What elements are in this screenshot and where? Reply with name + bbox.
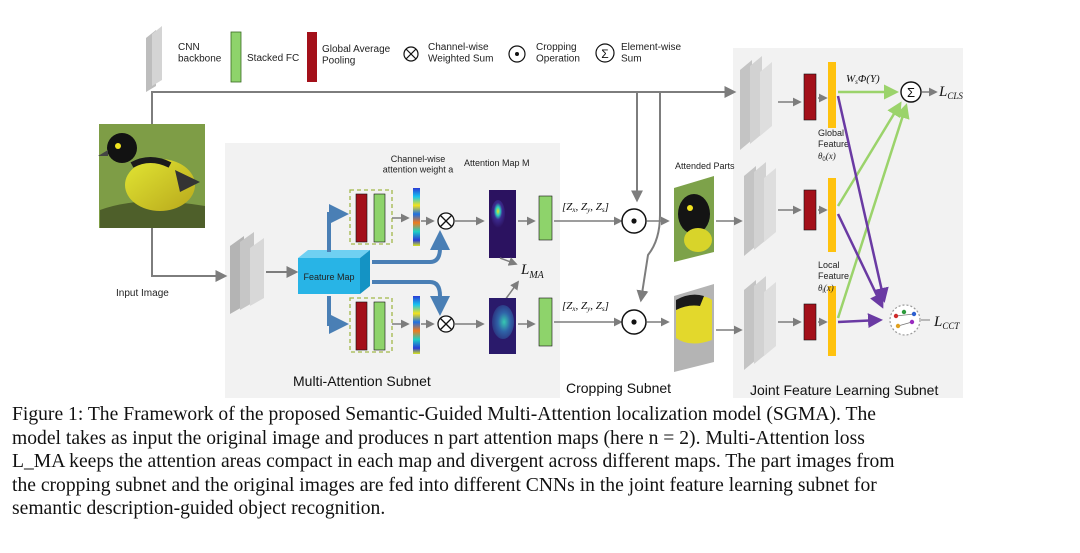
- gap-bottom: [355, 301, 368, 351]
- attention-weight-bar-top: [413, 188, 420, 246]
- gap-top: [355, 193, 368, 243]
- joint-feature-subnet-label: Joint Feature Learning Subnet: [750, 382, 938, 398]
- crop-op-bottom-icon: [621, 309, 647, 335]
- legend-weighted-sum-icon: [403, 46, 419, 62]
- legend-cropping-icon: [508, 45, 526, 63]
- weighted-sum-top-icon: [437, 212, 455, 230]
- fc-bottom: [373, 301, 386, 351]
- zxyz-bottom-label: [Zx, Zy, Zs]: [562, 300, 609, 313]
- fc-attmap-top: [538, 195, 553, 241]
- legend-sum-icon: Σ: [595, 43, 615, 63]
- arrow-featuremap-to-wsum-top: [372, 230, 450, 264]
- arrow-local-bottom-to-cct: [837, 313, 883, 329]
- attended-parts-label: Attended Parts: [675, 161, 735, 171]
- global-feature-label: Global Feature θ0(x): [818, 128, 852, 163]
- attended-part-top-image: [674, 176, 714, 262]
- attention-branch-bottom-frame: [349, 297, 393, 353]
- caption-line-2: model takes as input the original image …: [12, 427, 865, 449]
- gap-local-top: [803, 189, 817, 231]
- lma-sub: MA: [528, 270, 544, 281]
- sigma-symbol: Σ: [907, 85, 915, 100]
- crop-op-top-icon: [621, 208, 647, 234]
- attention-branch-top-frame: [349, 189, 393, 245]
- input-image: [98, 124, 205, 228]
- attention-weight-bar-bottom: [413, 296, 420, 354]
- weighted-sum-bottom-icon: [437, 315, 455, 333]
- multi-attention-subnet-label: Multi-Attention Subnet: [293, 373, 431, 389]
- legend-cnn-icon: [146, 26, 162, 92]
- feature-map-label: Feature Map: [303, 272, 354, 282]
- zxyz-top-label: [Zx, Zy, Zs]: [562, 201, 609, 214]
- lcct-sub: CCT: [942, 321, 960, 331]
- arrow-attmap-bottom-to-lma: [504, 280, 520, 301]
- cropping-subnet-label: Cropping Subnet: [566, 380, 671, 396]
- arrow-local-top-to-cct: [836, 213, 884, 309]
- arrow-featuremap-to-gap-top: [327, 204, 349, 252]
- fc-attmap-bottom: [538, 297, 553, 347]
- gap-global: [803, 73, 817, 121]
- feature-bar-local-bottom: [828, 286, 836, 356]
- caption-line-1: Figure 1: The Framework of the proposed …: [12, 404, 876, 425]
- fc-top: [373, 193, 386, 243]
- arrow-input-to-backbone: [151, 228, 228, 282]
- legend-fc-label: Stacked FC: [247, 53, 299, 64]
- arrow-input-to-global-cnn: [151, 86, 737, 124]
- local-cnn-top: [744, 162, 776, 256]
- arrow-local-bottom-to-sum: [836, 103, 910, 319]
- local-cnn-bottom: [744, 276, 776, 370]
- legend-fc-icon: [230, 31, 242, 83]
- cct-embedding-icon: [889, 304, 921, 336]
- arrow-local-top-to-sum: [836, 101, 902, 207]
- arrow-input-to-crop-bottom: [636, 92, 661, 303]
- caption-line-4: the cropping subnet and the original ima…: [12, 474, 877, 496]
- w-phi-label: WsΦ(Y): [846, 73, 880, 86]
- gap-local-bottom: [803, 303, 817, 341]
- attended-part-bottom-image: [674, 284, 714, 372]
- element-sum-icon: [900, 81, 922, 103]
- arrow-featuremap-to-gap-bottom: [327, 296, 349, 334]
- attention-panel: [225, 143, 560, 398]
- feature-bar-local-top: [828, 178, 836, 252]
- svg-text:LCCT: LCCT: [933, 314, 960, 331]
- lcls-label: L: [938, 84, 947, 100]
- figure-caption: Figure 1: The Framework of the proposed …: [12, 403, 1072, 521]
- attention-map-bottom: [489, 298, 516, 354]
- local-feature-label: Local Feature θl(x): [818, 260, 852, 295]
- input-image-label: Input Image: [116, 288, 169, 299]
- caption-line-3: L_MA keeps the attention areas compact i…: [12, 451, 895, 473]
- svg-text:LMA: LMA: [520, 262, 545, 281]
- attention-map-top: [489, 190, 516, 258]
- backbone-cnn: [230, 232, 264, 314]
- svg-text:LCLS: LCLS: [938, 84, 963, 101]
- global-cnn: [740, 56, 772, 150]
- arrow-featuremap-to-wsum-bottom: [372, 280, 450, 316]
- lcct-label: L: [933, 314, 942, 330]
- feature-map-cube: [298, 250, 370, 294]
- arrow-global-to-cct: [836, 95, 889, 303]
- attention-map-label: Attention Map M: [464, 158, 530, 168]
- arrow-attmap-to-lma: [499, 257, 518, 266]
- feature-bar-global: [828, 62, 836, 128]
- lma-label: L: [520, 262, 529, 278]
- legend-gap-icon: [307, 32, 317, 82]
- lcls-sub: CLS: [947, 91, 963, 101]
- svg-text:Σ: Σ: [601, 47, 608, 61]
- caption-line-5: semantic description-guided object recog…: [12, 498, 386, 520]
